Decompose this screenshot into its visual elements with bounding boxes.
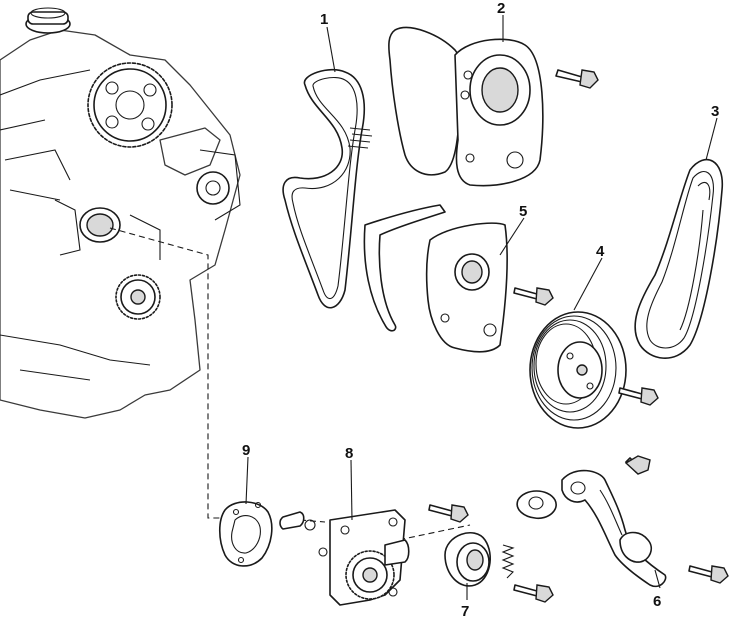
water-pump-gasket [218, 501, 273, 567]
lower-timing-cover [363, 204, 508, 353]
alignment-line-8-7 [359, 524, 471, 549]
water-pump [318, 509, 410, 606]
callout-8: 8 [345, 445, 353, 462]
camshaft-gear [87, 62, 173, 148]
pipe-gasket [516, 490, 557, 520]
tensioner-pulley [444, 531, 491, 587]
callout-5: 5 [519, 203, 527, 220]
accessory-belt [634, 158, 723, 359]
leader-lines [245, 15, 718, 600]
coolant-pipe [561, 469, 667, 588]
callout-2: 2 [497, 0, 505, 17]
callout-9: 9 [242, 442, 250, 459]
timing-belt [282, 68, 373, 309]
crankshaft-sprocket [115, 274, 161, 320]
callout-1: 1 [320, 11, 328, 28]
bolt-pipe-upper [624, 455, 651, 475]
bolt-crank-pulley [618, 387, 659, 406]
bolt-pipe-lower [688, 565, 729, 584]
upper-timing-cover [388, 26, 544, 187]
engine-block [0, 7, 241, 419]
callout-labels: 1 2 3 4 5 6 7 8 9 [242, 0, 719, 620]
alignment-line-engine [109, 227, 230, 519]
callout-7: 7 [461, 603, 469, 620]
bolt-upper-cover [555, 69, 599, 89]
crankshaft-pulley [529, 311, 627, 429]
tensioner-spring [501, 544, 515, 579]
callout-3: 3 [711, 103, 719, 120]
callout-6: 6 [653, 593, 661, 610]
callout-4: 4 [596, 243, 605, 260]
bolt-tensioner-lower [513, 584, 554, 603]
bolt-lower-cover [513, 287, 554, 306]
bolt-tensioner-upper [428, 504, 469, 523]
dowel-pin [279, 511, 316, 531]
